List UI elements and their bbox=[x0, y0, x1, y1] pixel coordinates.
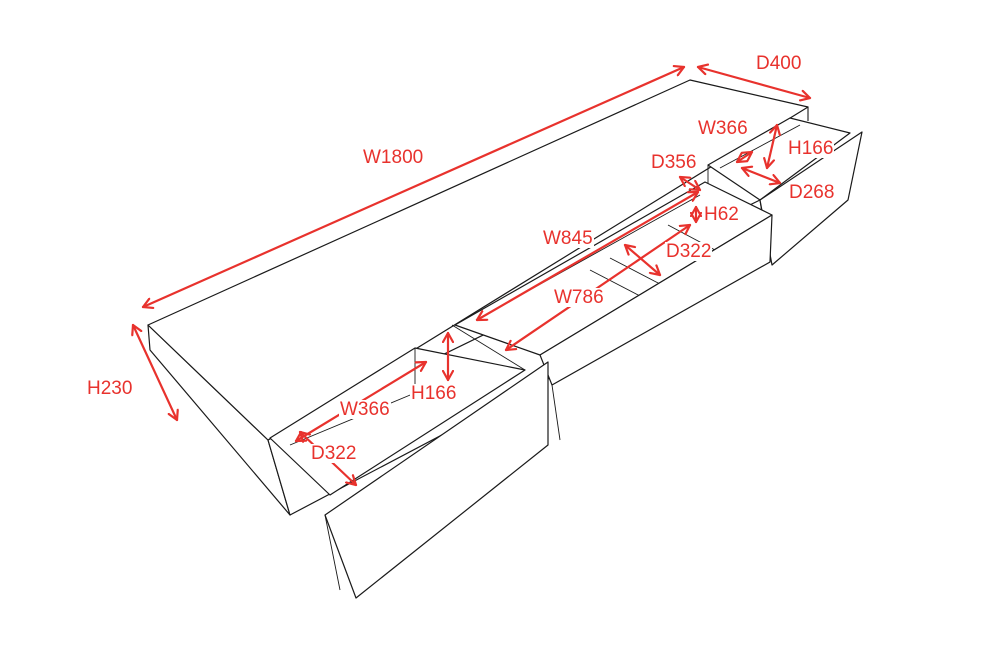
label-center-drawer-width: W786 bbox=[553, 287, 605, 308]
label-overall-height: H230 bbox=[86, 378, 134, 399]
dimension-lines bbox=[133, 67, 812, 487]
label-center-tray-width: W845 bbox=[542, 228, 594, 249]
dim-line-right-w366 bbox=[735, 150, 754, 164]
center-drawer-edge bbox=[551, 384, 561, 441]
label-left-drawer-depth: D322 bbox=[310, 443, 358, 464]
label-overall-depth: D400 bbox=[755, 53, 803, 74]
label-overall-width: W1800 bbox=[362, 147, 425, 168]
left-drawer-front bbox=[324, 361, 549, 599]
dim-line-h230 bbox=[133, 323, 177, 422]
dim-line-d356 bbox=[678, 175, 702, 192]
left-drawer-front-edge bbox=[324, 514, 341, 591]
dim-line-right-h166 bbox=[767, 123, 777, 170]
label-right-drawer-width: W366 bbox=[697, 118, 749, 139]
dim-line-w786 bbox=[504, 223, 692, 352]
label-center-tray-depth: D322 bbox=[665, 241, 713, 262]
label-left-drawer-width: W366 bbox=[339, 399, 391, 420]
label-right-drawer-depth: D268 bbox=[788, 182, 836, 203]
label-left-drawer-height: H166 bbox=[410, 383, 458, 404]
label-right-inner-depth: D356 bbox=[650, 152, 698, 173]
dim-line-d400 bbox=[696, 67, 812, 98]
label-center-tray-height: H62 bbox=[703, 204, 740, 225]
label-right-drawer-height: H166 bbox=[787, 138, 835, 159]
left-drawer-side bbox=[451, 324, 526, 371]
right-drawer-back bbox=[719, 124, 801, 169]
dim-line-d268 bbox=[740, 168, 782, 183]
dim-line-w1800 bbox=[141, 67, 686, 307]
